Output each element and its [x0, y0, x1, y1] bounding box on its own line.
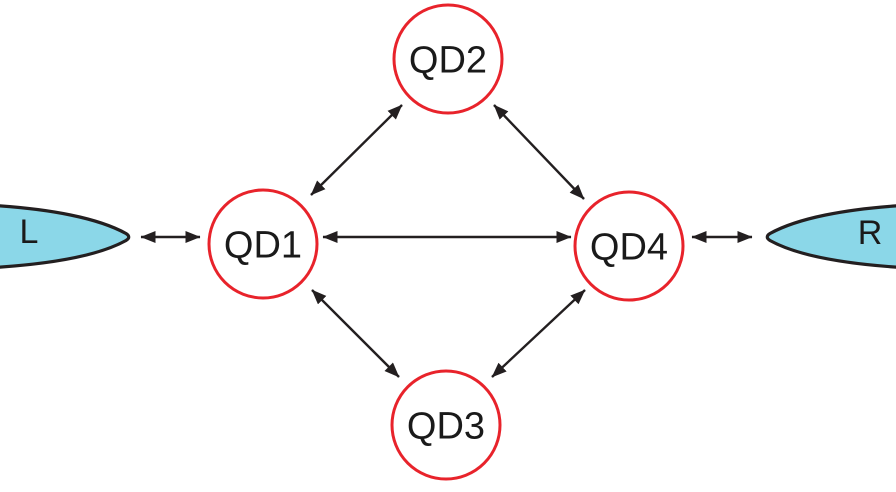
coupling-arrow-qd3-qd4: [491, 289, 586, 378]
qd4-label: QD4: [590, 227, 668, 269]
quantum-dot-qd3: QD3: [390, 369, 502, 481]
qd2-label: QD2: [409, 40, 487, 82]
quantum-dot-qd4: QD4: [573, 190, 685, 302]
qd3-circle: [390, 369, 502, 481]
qd1-circle: [207, 188, 319, 300]
qd4-circle: [573, 190, 685, 302]
quantum-dot-qd1: QD1: [207, 188, 319, 300]
left-lead: L: [0, 204, 131, 269]
coupling-arrow-qd1-qd2: [310, 104, 403, 196]
qd2-circle: [392, 3, 504, 115]
left-lead-label: L: [20, 213, 39, 251]
left-lead-shape: [0, 204, 131, 269]
right-lead-shape: [765, 204, 896, 269]
coupling-arrow-qd2-qd4: [493, 104, 585, 200]
right-lead: R: [765, 204, 896, 269]
quantum-dot-qd2: QD2: [392, 3, 504, 115]
right-lead-label: R: [858, 214, 883, 252]
coupling-arrow-qd1-qd3: [311, 289, 400, 378]
qd1-label: QD1: [224, 225, 302, 267]
qd3-label: QD3: [407, 406, 485, 448]
